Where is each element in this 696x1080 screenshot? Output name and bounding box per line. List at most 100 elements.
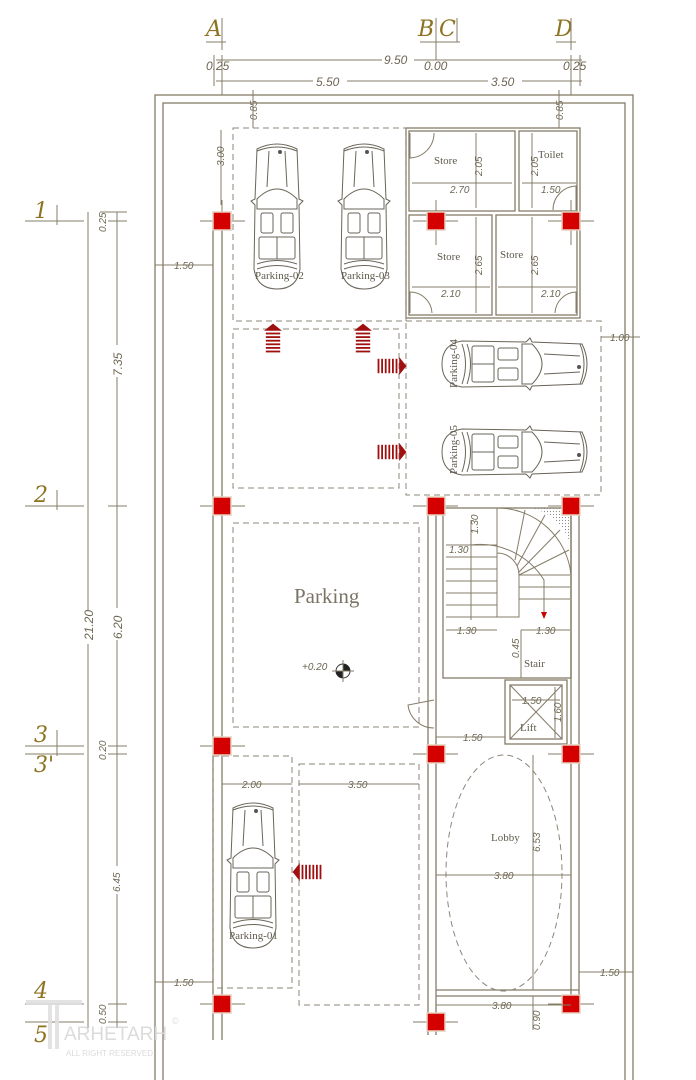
- dim-span-cd: 3.50: [491, 75, 515, 89]
- axis-3: 3: [34, 723, 48, 748]
- room-store-2: Store: [437, 251, 460, 263]
- parking-05-label: Parking-05: [448, 425, 460, 474]
- dim-lift-width: 1.50: [522, 696, 542, 707]
- axis-3-prime: 3': [34, 753, 54, 778]
- top-dimensions: 9.50 0.25 0.00 0.25 5.50 3.50 0.85 0.85: [206, 52, 587, 128]
- column: [212, 994, 232, 1014]
- dim-row1-offset: 0.25: [98, 212, 109, 232]
- level-symbol-icon: [332, 660, 354, 682]
- parking-02-label: Parking-02: [255, 270, 304, 282]
- column: [212, 211, 232, 231]
- dim-toilet-height: 2.05: [530, 156, 541, 177]
- dim-stair-height: 1.30: [470, 514, 481, 534]
- room-lift: Lift: [520, 722, 537, 734]
- column: [561, 496, 581, 516]
- dim-store3-width: 2.10: [540, 289, 561, 300]
- dim-store2-height: 2.65: [474, 255, 485, 276]
- dim-lobby-bottom-width: 3.80: [492, 1001, 512, 1012]
- dim-lift-height: 1.60: [553, 702, 564, 722]
- dim-lobby-height: 6.53: [532, 832, 543, 852]
- arrow-left-icon: [292, 863, 322, 881]
- dim-total-length: 21.20: [82, 610, 96, 641]
- room-store-1: Store: [434, 155, 457, 167]
- dim-lift-left: 1.50: [463, 733, 483, 744]
- column: [212, 496, 232, 516]
- watermark-brand: ARHETARH: [64, 1024, 167, 1045]
- parking-01-label: Parking-01: [229, 930, 278, 942]
- dim-stair-gap: 0.45: [511, 638, 522, 658]
- room-store-3: Store: [500, 249, 523, 261]
- axis-b: B: [417, 17, 434, 42]
- arrow-right-icon: [377, 443, 407, 461]
- room-parking: Parking: [294, 584, 360, 608]
- axis-a: A: [204, 17, 222, 42]
- dim-span-3p4: 6.45: [112, 872, 123, 892]
- parking-04-label: Parking-04: [448, 339, 460, 388]
- room-labels: Store Toilet Store Store Parking Stair L…: [294, 149, 564, 844]
- dim-top-gap: 3.00: [216, 146, 227, 166]
- dim-right-gap-top: 1.00: [610, 333, 630, 344]
- left-dimensions: 21.20 0.25 7.35 6.20 0.20 6.45 0.50 3.00: [80, 130, 227, 1028]
- dim-store1-width: 2.70: [449, 185, 470, 196]
- dim-left-offset: 0.25: [206, 59, 230, 73]
- dim-store2-width: 2.10: [440, 289, 461, 300]
- dim-span-ab: 5.50: [316, 75, 340, 89]
- dim-lane-width: 3.50: [348, 780, 368, 791]
- level-mark: +0.20: [302, 662, 328, 673]
- dim-lobby-bottom-height: 0.90: [532, 1010, 543, 1030]
- car-icon: [441, 337, 588, 391]
- room-stair: Stair: [524, 658, 545, 670]
- dim-offset-a: 0.85: [249, 100, 260, 120]
- doors: [407, 132, 577, 729]
- dim-bc-gap: 0.00: [424, 59, 448, 73]
- dim-right-gap-bottom: 1.50: [600, 968, 620, 979]
- watermark-rights: ALL RIGHT RESERVED: [66, 1049, 153, 1058]
- watermark-logo: ARHETARH ALL RIGHT RESERVED ©: [26, 1000, 179, 1058]
- dim-lobby-width: 3.80: [494, 871, 514, 882]
- dim-toilet-width: 1.50: [541, 185, 561, 196]
- arrow-up-icon: [264, 323, 282, 353]
- axis-5: 5: [34, 1023, 48, 1048]
- cars: Parking-02 Parking-03 Parking-01 Parking…: [226, 143, 588, 949]
- dim-right-offset: 0.25: [563, 59, 587, 73]
- column: [426, 496, 446, 516]
- room-lobby: Lobby: [491, 832, 520, 844]
- arrow-up-icon: [354, 323, 372, 353]
- parking-areas: [212, 127, 602, 1006]
- dim-left-gap-bottom: 1.50: [174, 978, 194, 989]
- stair: [446, 507, 572, 619]
- dim-stair-top: 1.30: [449, 545, 469, 556]
- axis-d: D: [554, 17, 573, 42]
- dim-stair-right: 1.30: [536, 626, 556, 637]
- dim-store3-height: 2.65: [530, 255, 541, 276]
- car-icon: [337, 143, 391, 290]
- column: [561, 211, 581, 231]
- grid-axes: A B C D 1 2 3 3' 4 5: [25, 17, 576, 1048]
- axis-2: 2: [33, 483, 48, 508]
- axis-1: 1: [34, 199, 48, 224]
- car-icon: [250, 143, 304, 290]
- structural-columns: [200, 200, 594, 1032]
- copyright-icon: ©: [172, 1016, 179, 1026]
- parking-03-label: Parking-03: [341, 270, 390, 282]
- car-icon: [226, 802, 280, 949]
- car-icon: [441, 425, 588, 479]
- column: [561, 744, 581, 764]
- column: [426, 211, 446, 231]
- plan-dimensions: 1.50 1.50 1.00 1.50 2.70 2.05 1.50 2.05 …: [155, 133, 640, 1030]
- dim-span-23: 6.20: [111, 615, 125, 639]
- dim-left-gap-top: 1.50: [174, 261, 194, 272]
- dim-offset-d: 0.85: [555, 100, 566, 120]
- dim-parking01-width: 2.00: [241, 780, 262, 791]
- room-toilet: Toilet: [538, 149, 564, 161]
- dim-span-12: 7.35: [111, 352, 125, 376]
- axis-4: 4: [33, 979, 48, 1004]
- dim-store1-height: 2.05: [474, 156, 485, 177]
- column: [212, 736, 232, 756]
- column: [426, 1012, 446, 1032]
- dim-total-width: 9.50: [384, 53, 408, 67]
- column: [426, 744, 446, 764]
- dim-stair-left: 1.30: [457, 626, 477, 637]
- dim-span-33p: 0.20: [98, 740, 109, 760]
